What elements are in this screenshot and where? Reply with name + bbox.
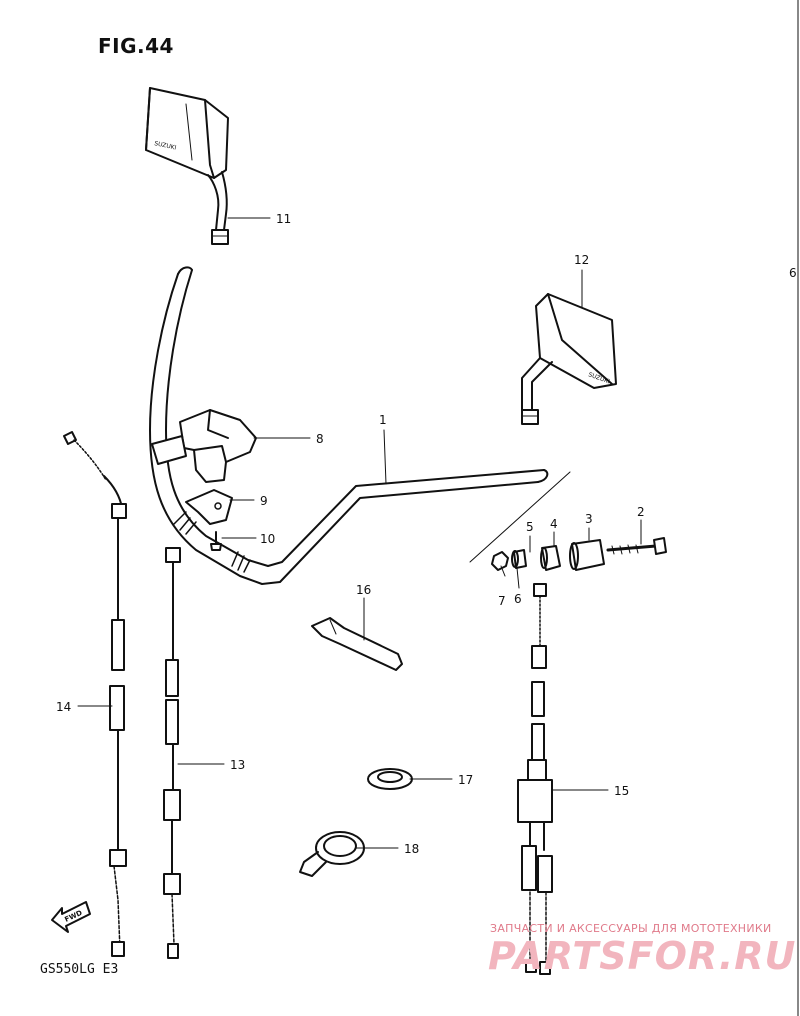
- callout-12: 12: [574, 253, 589, 267]
- callout-9: 9: [260, 494, 268, 508]
- watermark-tagline: ЗАПЧАСТИ И АКСЕССУАРЫ ДЛЯ МОТОТЕХНИКИ: [490, 922, 772, 935]
- cable-13: [163, 547, 181, 959]
- grommet: [367, 768, 413, 790]
- cable-15: [517, 583, 553, 975]
- callout-16: 16: [356, 583, 371, 597]
- cable-14: [63, 431, 127, 957]
- bushing-4: [540, 545, 561, 571]
- callout-7: 7: [498, 594, 506, 608]
- right-mirror: [521, 293, 617, 425]
- spacer-5: [511, 549, 527, 569]
- callout-5: 5: [526, 520, 534, 534]
- callout-15: 15: [614, 784, 629, 798]
- callout-10: 10: [260, 532, 275, 546]
- clamp-plate: [185, 489, 233, 525]
- callout-14: 14: [56, 700, 71, 714]
- page-edge-mark: 6: [789, 266, 797, 280]
- left-mirror-brand: SUZUKI: [154, 140, 177, 152]
- watermark-logo: PARTSFOR.RU: [488, 934, 797, 978]
- hose-clamp: [299, 831, 365, 877]
- bar-end-weight-3: [569, 539, 605, 571]
- callout-6: 6: [514, 592, 522, 606]
- bar-end-guide: [469, 471, 571, 563]
- callout-18: 18: [404, 842, 419, 856]
- callout-2: 2: [637, 505, 645, 519]
- callout-1: 1: [379, 413, 387, 427]
- model-label: GS550LG E3: [40, 962, 119, 977]
- strap: [311, 617, 403, 671]
- callout-13: 13: [230, 758, 245, 772]
- fwd-arrow-icon: [51, 901, 91, 933]
- bolt-10: [210, 531, 222, 551]
- bolt-2: [606, 537, 667, 555]
- nut-7: [491, 551, 509, 571]
- figure-title: FIG.44: [98, 34, 174, 58]
- left-mirror: [145, 87, 229, 245]
- callout-3: 3: [585, 512, 593, 526]
- leader-lines: [77, 217, 642, 849]
- callout-8: 8: [316, 432, 324, 446]
- callout-4: 4: [550, 517, 558, 531]
- clamp-holder: [151, 409, 257, 483]
- callout-17: 17: [458, 773, 473, 787]
- callout-11: 11: [276, 212, 291, 226]
